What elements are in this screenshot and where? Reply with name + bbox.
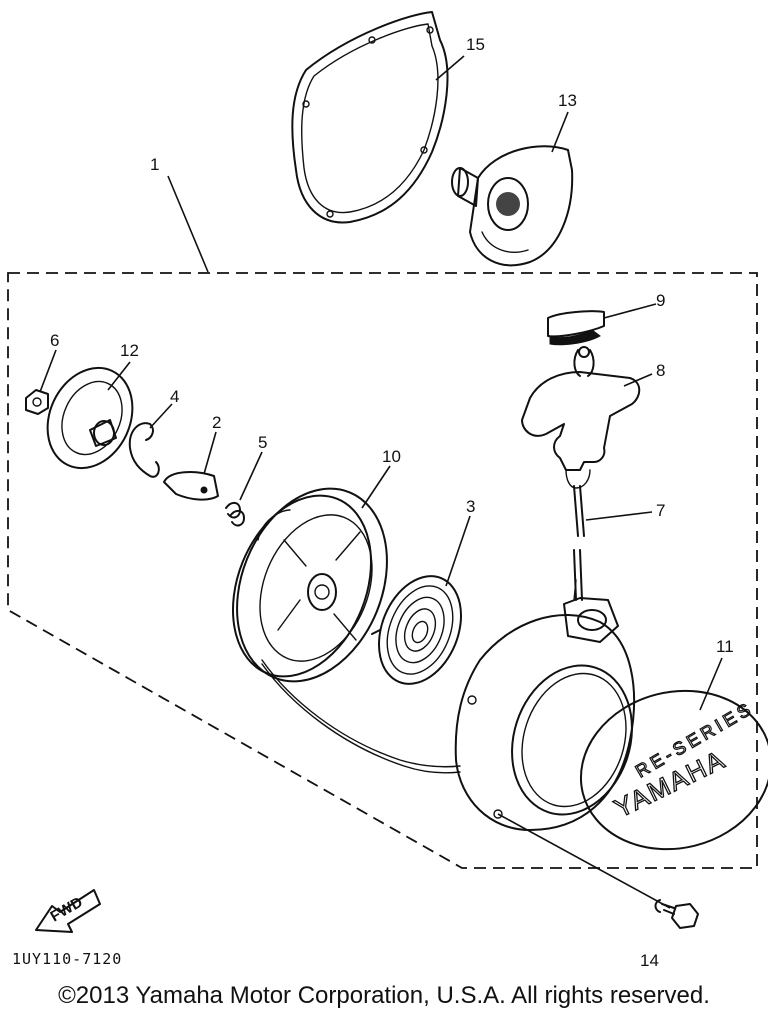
label-part-13: 13 (558, 91, 577, 110)
part-9-cap (547, 310, 605, 346)
label-part-4: 4 (170, 387, 179, 406)
part-13-drive-plate (451, 145, 574, 267)
label-part-8: 8 (656, 361, 665, 380)
part-12-plate (46, 366, 134, 470)
label-part-9: 9 (656, 291, 665, 310)
label-part-5: 5 (258, 433, 267, 452)
part-11-emblem: YAMAHA RE-SERIES (579, 689, 768, 851)
part-5-spring (225, 502, 245, 527)
part-8-handle (521, 346, 641, 489)
label-part-15: 15 (466, 35, 485, 54)
label-part-7: 7 (656, 501, 665, 520)
starter-housing (454, 579, 636, 831)
part-3-recoil-spring (371, 575, 463, 685)
part-number-labels: 1 2 3 4 5 6 7 8 9 10 11 12 13 14 15 (50, 35, 734, 970)
label-part-1: 1 (150, 155, 159, 174)
part-4-spring-clip (128, 422, 160, 478)
assembly-boundary (7, 272, 758, 869)
fwd-arrow: FWD (35, 889, 101, 933)
part-15-gasket (291, 11, 449, 224)
label-part-11: 11 (716, 637, 734, 656)
leader-lines (39, 55, 723, 909)
label-part-2: 2 (212, 413, 221, 432)
label-part-3: 3 (466, 497, 475, 516)
label-part-14: 14 (640, 951, 659, 970)
label-part-6: 6 (50, 331, 59, 350)
label-part-12: 12 (120, 341, 139, 360)
copyright-notice: ©2013 Yamaha Motor Corporation, U.S.A. A… (58, 982, 710, 1009)
starter-rope (261, 659, 461, 768)
part-7-rope (573, 485, 585, 601)
part-2-pawl (163, 471, 219, 501)
part-10-reel (231, 487, 388, 683)
part-6-nut (25, 389, 49, 415)
label-part-10: 10 (382, 447, 401, 466)
reference-code: 1UY110-7120 (12, 950, 122, 968)
